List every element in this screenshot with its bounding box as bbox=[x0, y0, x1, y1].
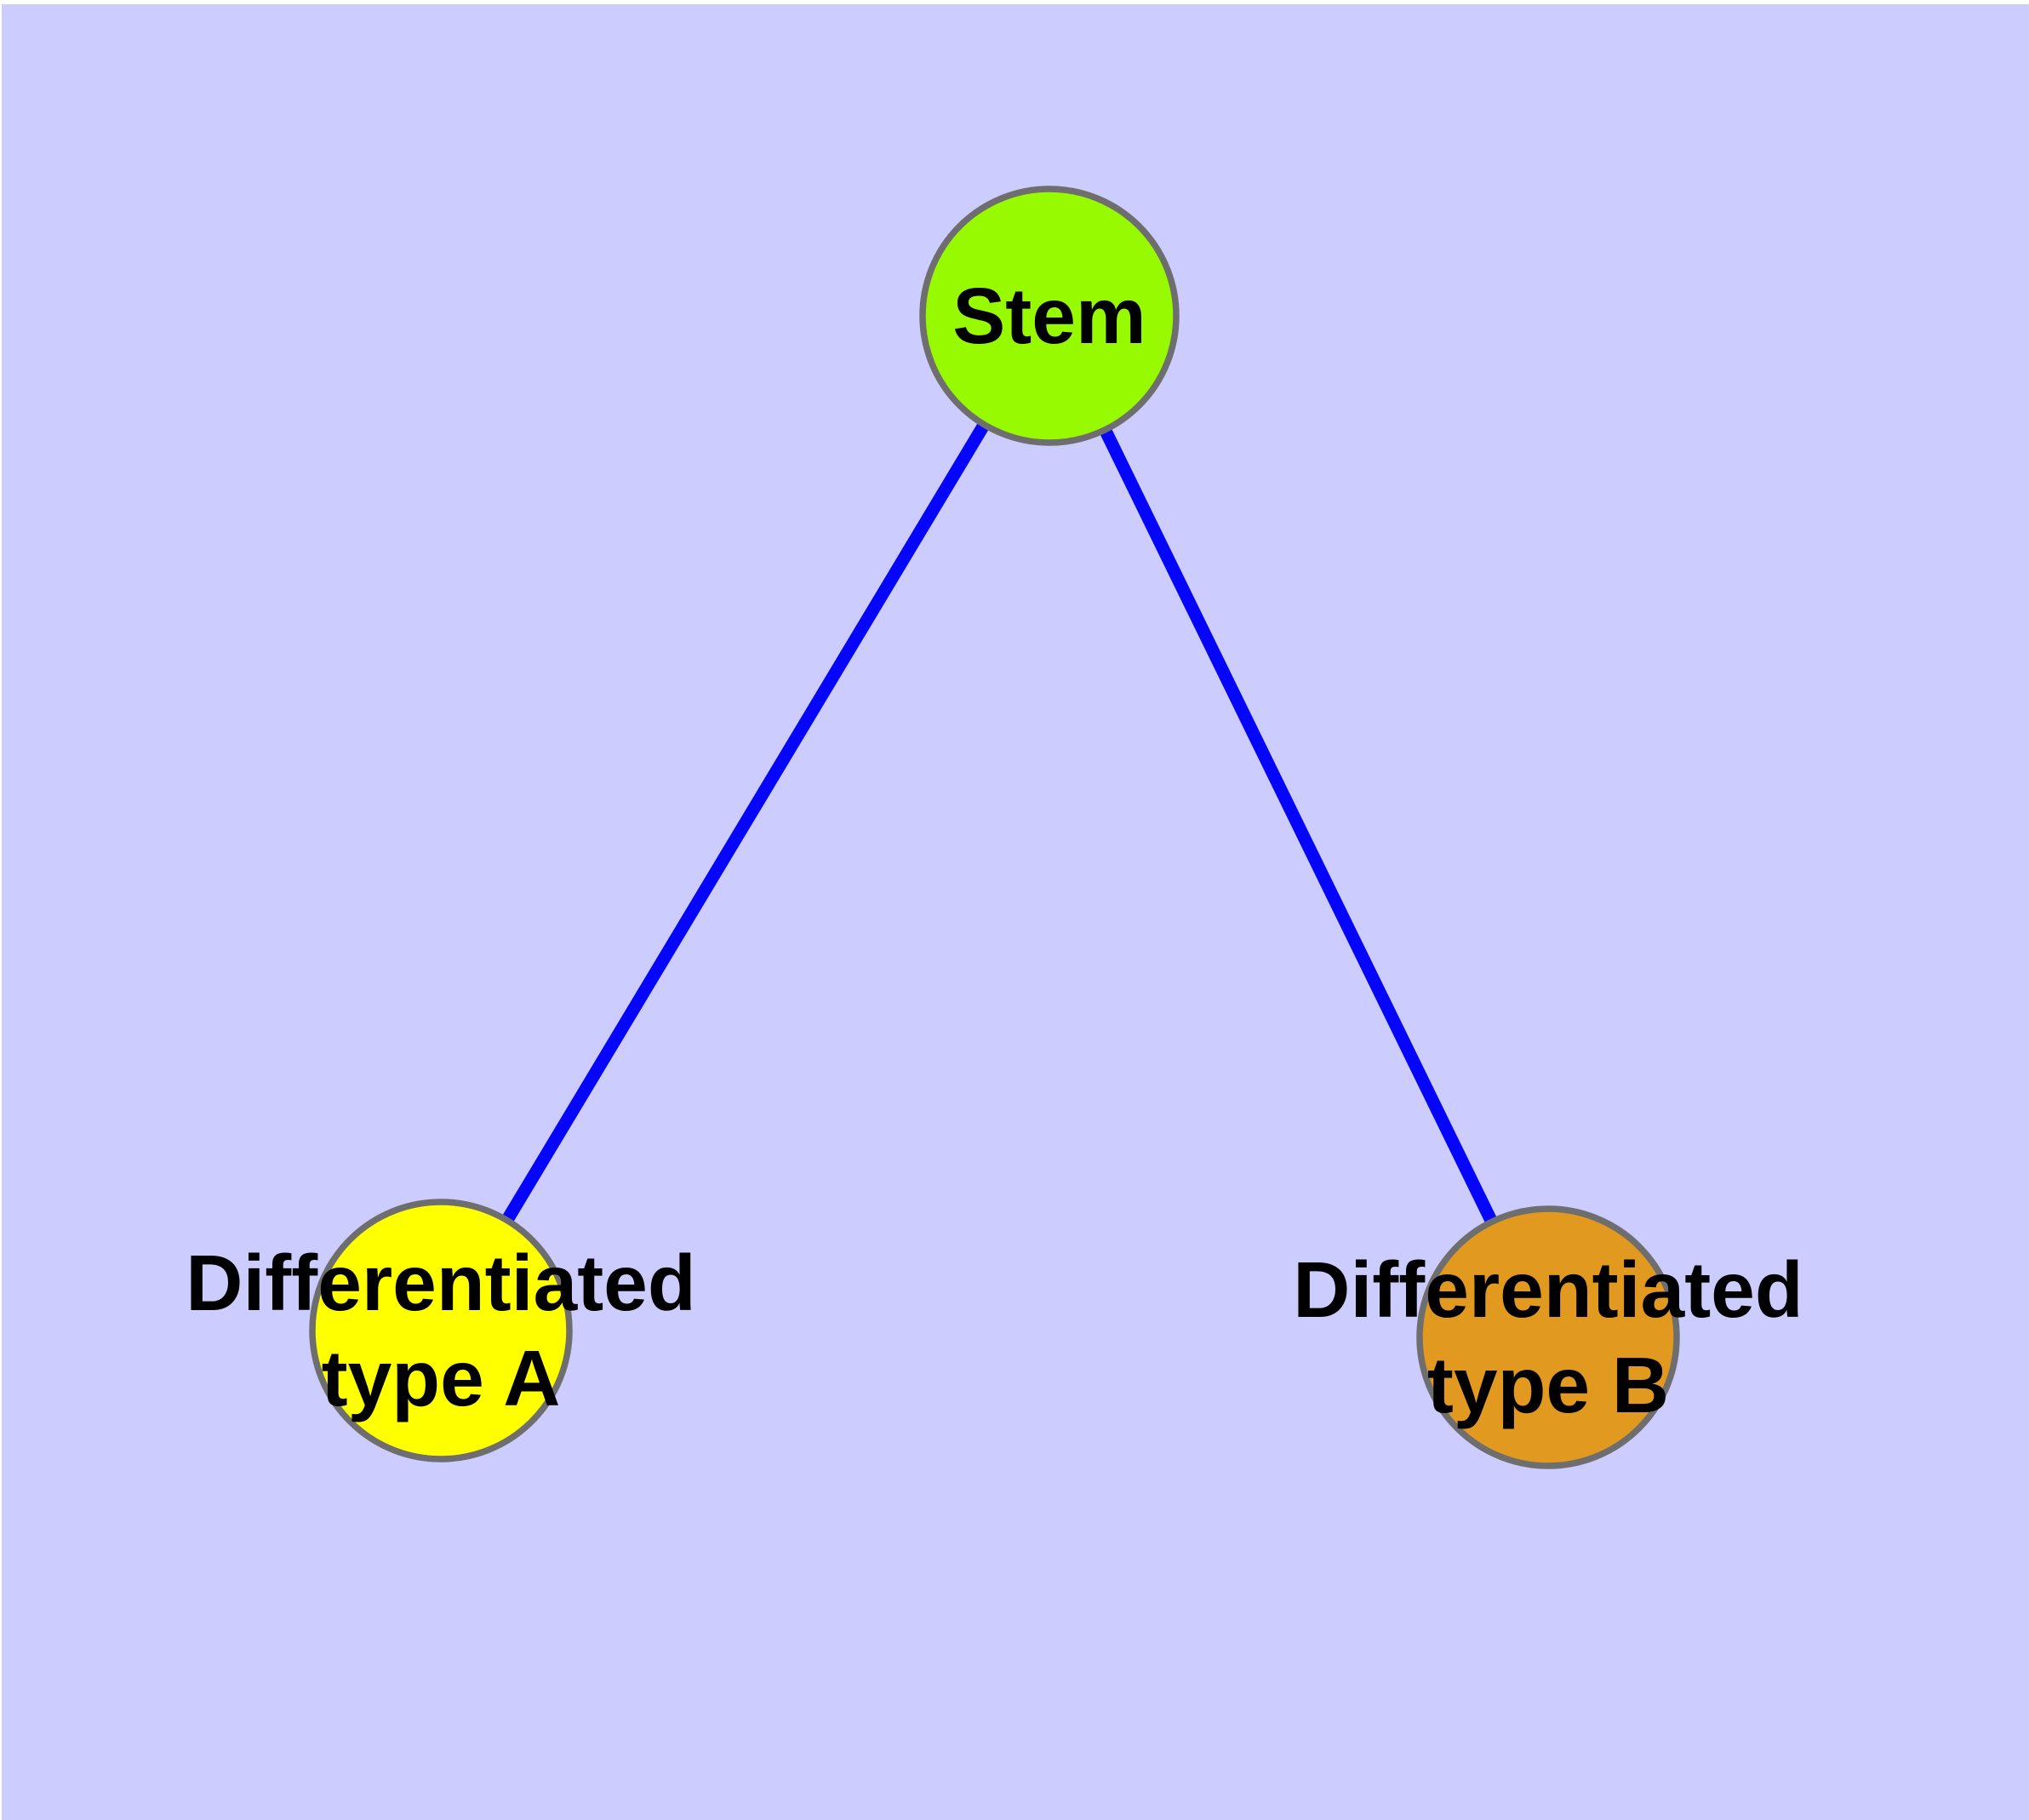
node-type-b bbox=[1416, 1205, 1680, 1469]
node-type-b-label-line-2: type B bbox=[1427, 1341, 1669, 1429]
node-stem-label-line-1: Stem bbox=[952, 272, 1146, 360]
node-stem bbox=[919, 186, 1180, 446]
edge-stem-type-b bbox=[1043, 312, 1554, 1341]
node-type-b-label-line-1: Differentiated bbox=[1293, 1245, 1803, 1334]
node-type-a-label-line-2: type A bbox=[322, 1334, 561, 1422]
node-type-a bbox=[309, 1199, 573, 1462]
edges-layer bbox=[435, 312, 1554, 1341]
edge-stem-type-a bbox=[435, 312, 1055, 1334]
node-type-a-label-line-1: Differentiated bbox=[186, 1239, 695, 1327]
